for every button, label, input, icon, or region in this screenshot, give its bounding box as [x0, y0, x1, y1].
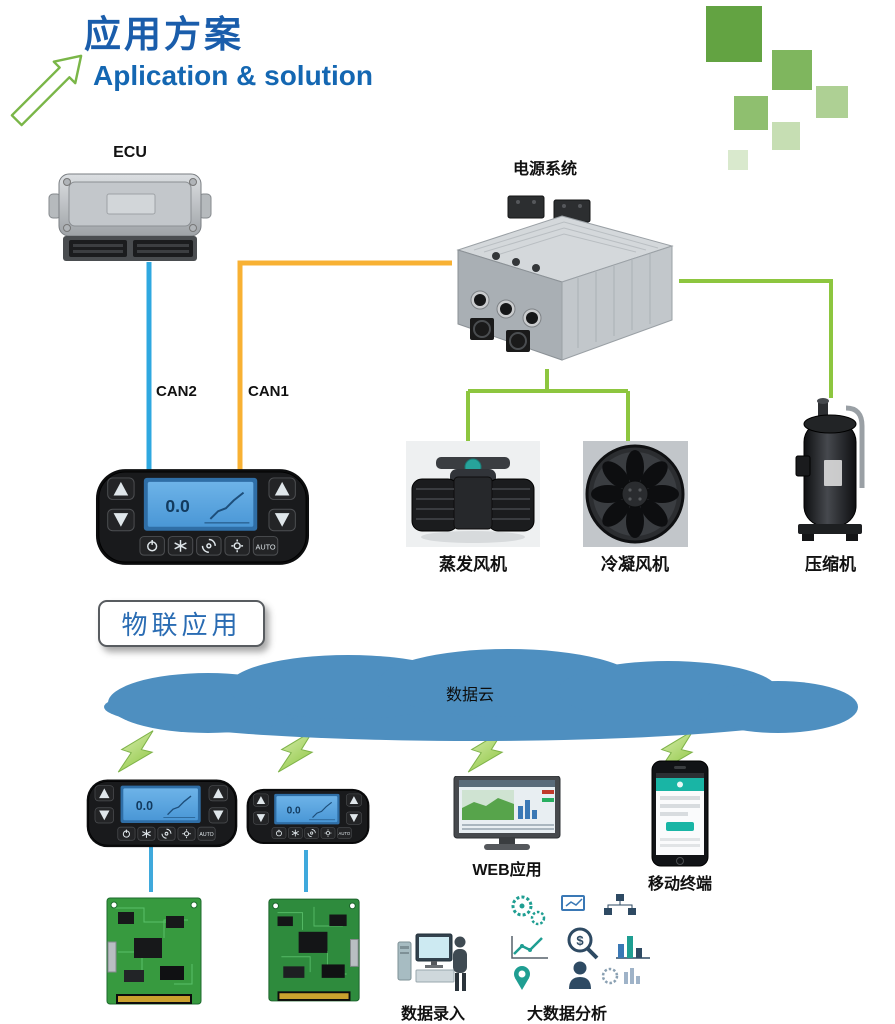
page-title: 应用方案 [84, 14, 244, 55]
condenser-fan-label: 冷凝风机 [601, 555, 669, 574]
data-entry-image [397, 933, 467, 991]
big-data-analysis-label: 大数据分析 [526, 1006, 607, 1023]
mobile-phone-image [651, 760, 709, 867]
decor-square [728, 150, 748, 170]
pcb-board-a-image [106, 897, 202, 1005]
page-subtitle: Aplication & solution [93, 60, 373, 91]
evaporator-fan-image [406, 441, 540, 547]
decor-square [734, 96, 768, 130]
can1-label: CAN1 [248, 383, 289, 400]
org-chart-icon [604, 894, 636, 915]
controller-image [95, 464, 310, 572]
location-pin-icon [514, 966, 530, 990]
person-icon [569, 961, 591, 989]
power-system-label: 电源系统 [512, 161, 577, 178]
arrow-up-right-icon [10, 54, 83, 127]
pcb-board-b-image [268, 898, 360, 1002]
condenser-fan-image [583, 441, 688, 547]
decor-square [772, 50, 812, 90]
iot-application-badge: 物联应用 [98, 600, 265, 647]
evaporator-fan-label: 蒸发风机 [439, 555, 507, 574]
compressor-label: 压缩机 [805, 555, 856, 574]
fan-split-line [466, 369, 630, 443]
decor-square [816, 86, 848, 118]
report-icon [561, 895, 585, 911]
big-data-icons-image: $ [511, 894, 650, 990]
vent-fans [470, 318, 530, 352]
data-cloud-label: 数据云 [445, 685, 494, 704]
web-app-monitor-image [453, 776, 561, 850]
gear-icon [511, 895, 546, 926]
compressor-line [679, 279, 833, 398]
iot-application-label: 物联应用 [121, 611, 242, 641]
power-system-image [456, 195, 674, 361]
data-entry-label: 数据录入 [400, 1006, 465, 1023]
dollar-magnifier-icon: $ [567, 927, 599, 960]
controller-b-image [246, 786, 370, 848]
controller-a-image [86, 776, 238, 852]
round-connectors [470, 290, 542, 328]
bar-chart-icon [616, 936, 650, 959]
ecu-label: ECU [113, 144, 147, 161]
svg-text:$: $ [576, 933, 584, 948]
decor-squares-icon [698, 4, 873, 174]
can2-label: CAN2 [156, 383, 197, 400]
small-gear-chart-icon [601, 967, 640, 985]
decor-square [706, 6, 762, 62]
decor-square [772, 122, 800, 150]
ecu-image [48, 173, 212, 261]
can1-line [237, 260, 452, 470]
compressor-image [795, 398, 865, 541]
line-chart-icon [511, 936, 548, 959]
mobile-terminal-label: 移动终端 [647, 876, 712, 893]
web-app-label: WEB应用 [472, 862, 542, 879]
